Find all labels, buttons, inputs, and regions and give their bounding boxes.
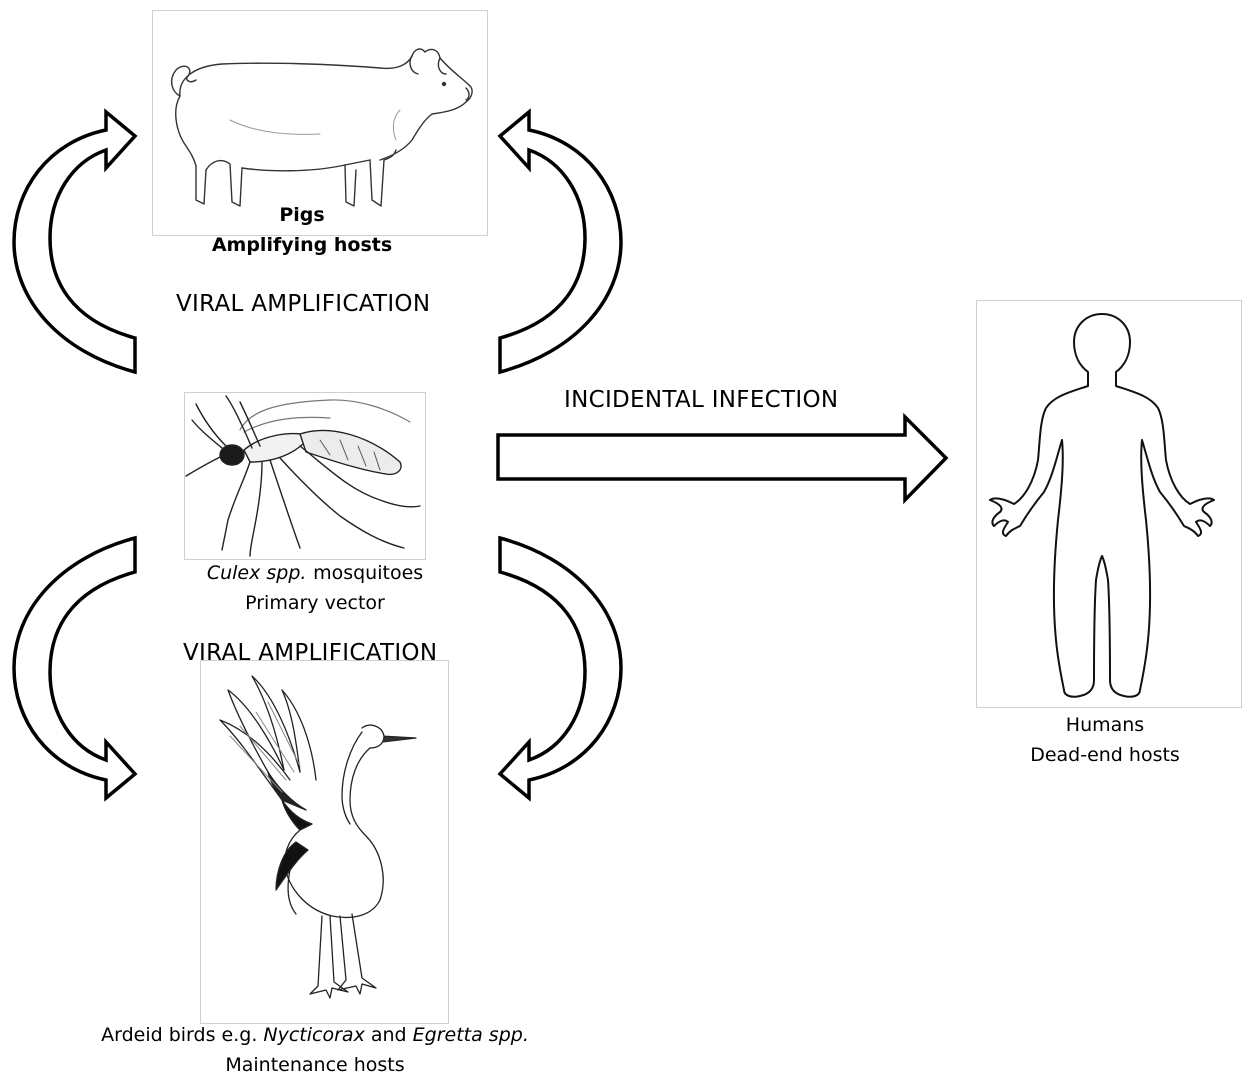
human-role: Dead-end hosts: [990, 740, 1220, 770]
curved-arrow-top-left: [14, 112, 135, 372]
bird-role: Maintenance hosts: [30, 1050, 600, 1080]
bird-genus-1: Nycticorax: [263, 1024, 364, 1046]
mosquito-role: Primary vector: [170, 588, 460, 618]
mosquito-name: Culex spp. mosquitoes: [170, 558, 460, 588]
mosquito-icon: [186, 396, 420, 556]
straight-arrow-incidental: [498, 417, 946, 500]
heron-icon: [220, 676, 416, 998]
pig-icon: [172, 49, 472, 206]
curved-arrow-top-right: [500, 112, 621, 372]
pig-name: Pigs: [152, 200, 452, 230]
incidental-infection-label: INCIDENTAL INFECTION: [564, 387, 838, 413]
viral-amplification-top-label: VIRAL AMPLIFICATION: [176, 291, 430, 317]
mosquito-common: mosquitoes: [313, 562, 423, 584]
human-name: Humans: [990, 710, 1220, 740]
pig-caption: Pigs Amplifying hosts: [152, 200, 452, 260]
curved-arrow-bottom-left: [14, 538, 135, 798]
viral-amplification-bottom-label: VIRAL AMPLIFICATION: [183, 640, 437, 666]
bird-caption: Ardeid birds e.g. Nycticorax and Egretta…: [30, 1020, 600, 1080]
pig-role: Amplifying hosts: [152, 230, 452, 260]
mosquito-caption: Culex spp. mosquitoes Primary vector: [170, 558, 460, 618]
bird-genus-2: Egretta spp.: [413, 1024, 529, 1046]
human-silhouette-icon: [990, 314, 1214, 697]
bird-prefix: Ardeid birds e.g.: [101, 1024, 257, 1046]
bird-and: and: [371, 1024, 407, 1046]
human-caption: Humans Dead-end hosts: [990, 710, 1220, 770]
bird-name: Ardeid birds e.g. Nycticorax and Egretta…: [30, 1020, 600, 1050]
mosquito-genus: Culex spp.: [207, 562, 307, 584]
curved-arrow-bottom-right: [500, 538, 621, 798]
